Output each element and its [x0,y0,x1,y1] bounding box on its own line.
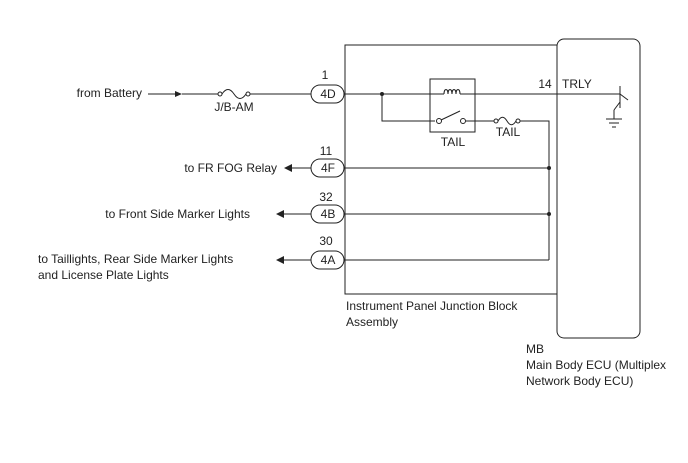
ecu-name-line1: Main Body ECU (Multiplex [526,358,666,372]
output-taillights-label-line1: to Taillights, Rear Side Marker Lights [38,252,233,266]
from-battery-label: from Battery [77,86,142,100]
tail-fuse-icon [493,116,521,126]
output-arrow [276,256,284,264]
ecu-signal-label: TRLY [562,77,592,91]
tail-fuse-label: TAIL [496,125,521,139]
relay-coil-icon [443,89,461,95]
ecu-transistor-icon [606,86,629,128]
output-pin-number: 11 [320,144,333,158]
output-taillights-label-line2: and License Plate Lights [38,268,169,282]
connector-4b-label: 4B [321,207,336,221]
output-pin-number: 32 [319,190,333,204]
jb-am-fuse-icon [217,89,251,99]
jb-am-fuse-label: J/B-AM [214,100,253,114]
relay-switch-icon [436,110,466,124]
ecu-pin-number: 14 [538,77,552,91]
output-fr-fog-relay-label: to FR FOG Relay [184,161,277,175]
output-arrow [276,210,284,218]
connector-4a-label: 4A [321,253,336,267]
ecu-code-label: MB [526,342,544,356]
output-pin-number: 30 [319,234,333,248]
output-front-side-marker-label: to Front Side Marker Lights [105,207,250,221]
output-arrow [284,164,292,172]
input-arrow [175,91,182,97]
junction-block-label-line2: Assembly [346,315,398,329]
connector-4d-label: 4D [320,87,336,101]
tail-relay-box [429,78,476,133]
relay-label: TAIL [441,135,466,149]
junction-block-box [344,44,558,295]
ecu-box [556,38,641,339]
junction-block-label-line1: Instrument Panel Junction Block [346,299,518,313]
input-pin-number: 1 [322,68,329,82]
ecu-name-line2: Network Body ECU) [526,374,633,388]
connector-4f-label: 4F [321,161,335,175]
